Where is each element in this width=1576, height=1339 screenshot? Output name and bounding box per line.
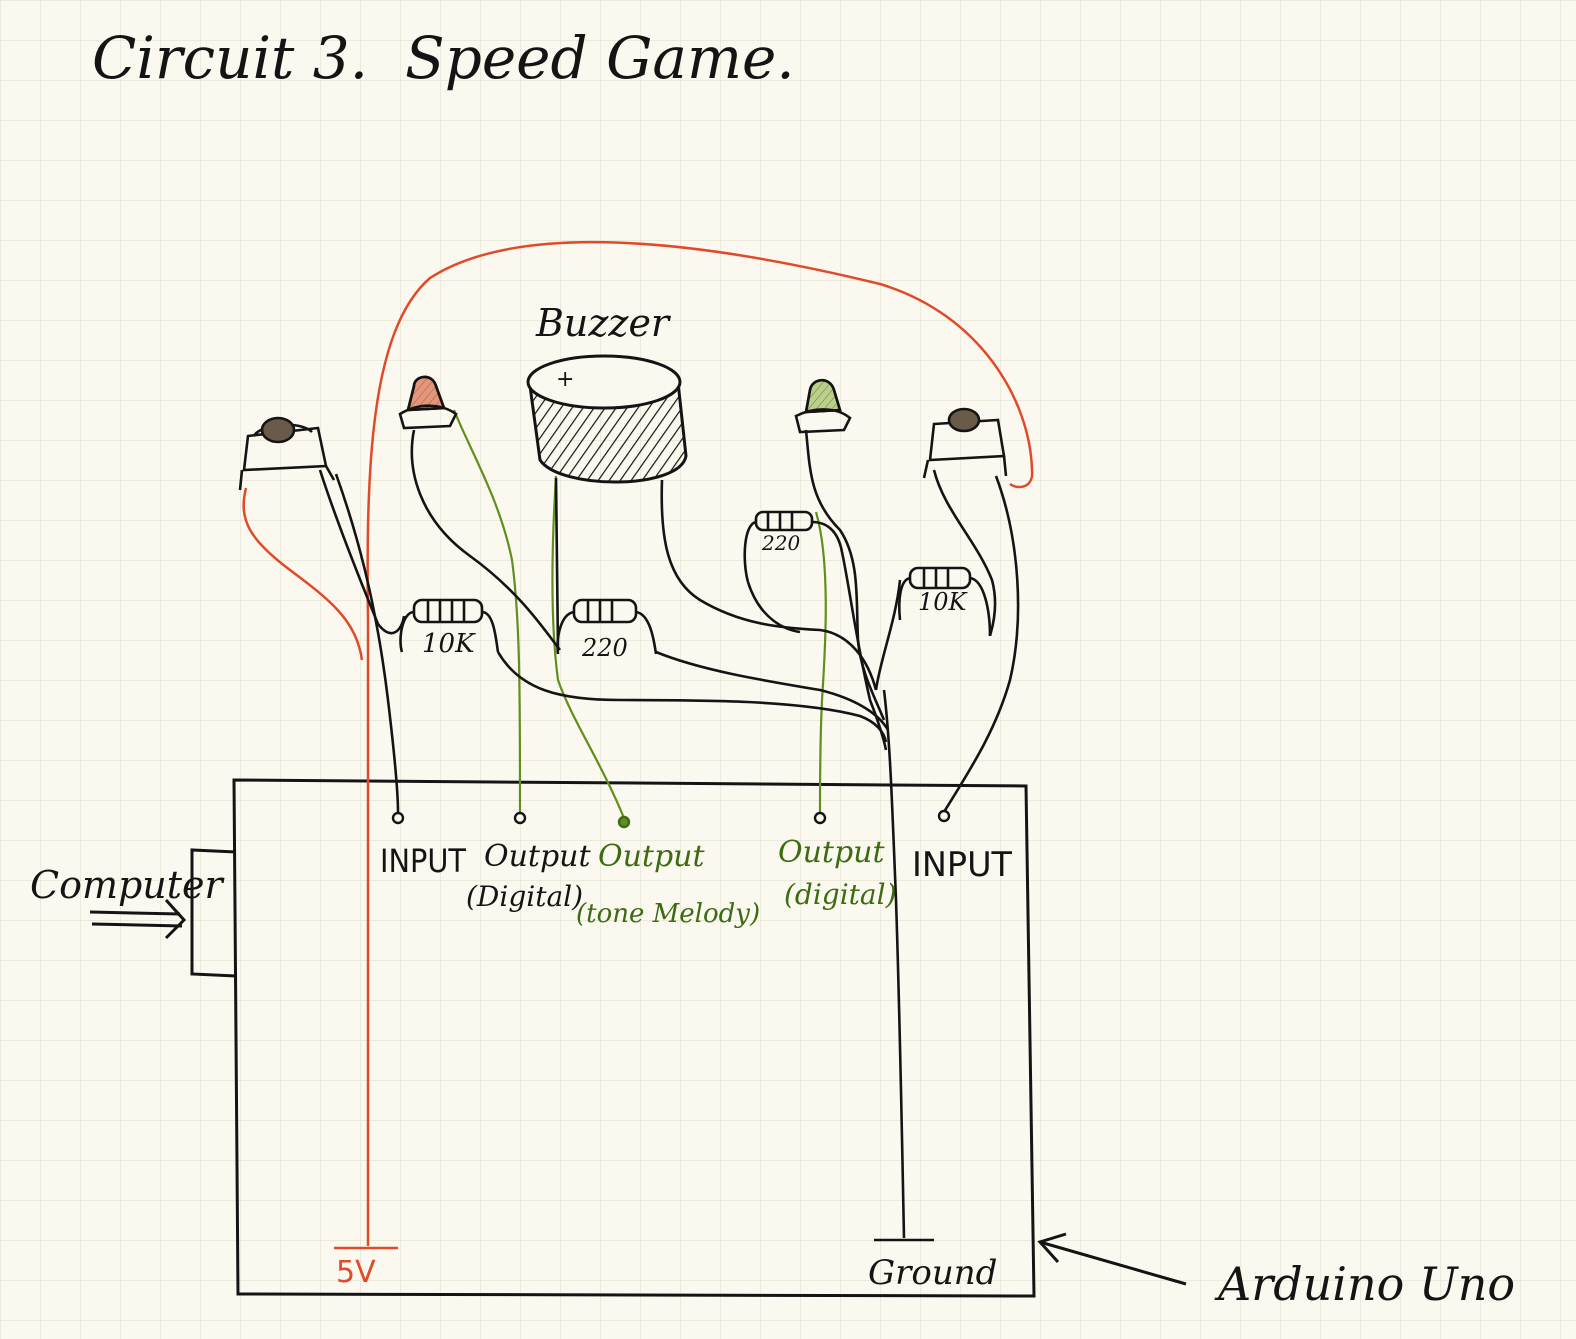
- pin-output-digital-left: [513, 811, 527, 825]
- pin-label-output-digital-right-1: Output: [778, 835, 885, 870]
- buzzer-icon: [526, 354, 688, 484]
- usb-port: [190, 848, 237, 978]
- pin-label-output-tone-2: (tone Melody): [576, 899, 760, 929]
- resistor-right-220: [743, 510, 844, 583]
- resistor-right-220-label: 220: [761, 531, 800, 555]
- board-label: Arduino Uno: [1214, 1257, 1515, 1311]
- wires-black: [318, 429, 1020, 1239]
- ground-label: Ground: [868, 1253, 997, 1293]
- resistor-left-220: [556, 598, 658, 655]
- buzzer-polarity-label: +: [556, 367, 574, 392]
- pin-label-output-tone-1: Output: [598, 839, 705, 874]
- resistor-left-10k-label: 10K: [422, 629, 476, 659]
- led-right: [794, 378, 852, 434]
- pin-label-output-digital-left-1: Output: [484, 839, 591, 874]
- pin-output-tone: [617, 815, 631, 829]
- buzzer-label: Buzzer: [535, 301, 672, 345]
- pin-label-output-digital-right-2: (digital): [784, 878, 897, 911]
- resistor-left-10k: [399, 598, 500, 653]
- computer-arrow-icon: [89, 898, 187, 940]
- led-left: [398, 375, 458, 430]
- diagram-title: Circuit 3. Speed Game.: [92, 24, 795, 92]
- wire-signal-green: [452, 409, 827, 819]
- pin-label-output-digital-left-2: (Digital): [466, 880, 583, 913]
- wire-5v: [242, 240, 1034, 1246]
- push-button-right: [922, 407, 1008, 479]
- pin-input-left: [391, 811, 405, 825]
- supply-label: 5V: [336, 1255, 376, 1290]
- push-button-left: [238, 416, 336, 491]
- pin-points: [391, 809, 951, 829]
- resistor-right-10k: [898, 566, 992, 637]
- pin-output-digital-right: [813, 811, 827, 825]
- pin-label-input-left: INPUT: [380, 842, 466, 880]
- resistor-right-10k-label: 10K: [918, 588, 969, 616]
- board-pointer-arrow-icon: [1037, 1232, 1187, 1286]
- computer-label: Computer: [30, 863, 226, 907]
- arduino-board: [232, 778, 1036, 1298]
- pin-label-input-right: INPUT: [912, 845, 1012, 885]
- resistor-left-220-label: 220: [581, 634, 628, 662]
- pin-input-right: [937, 809, 951, 823]
